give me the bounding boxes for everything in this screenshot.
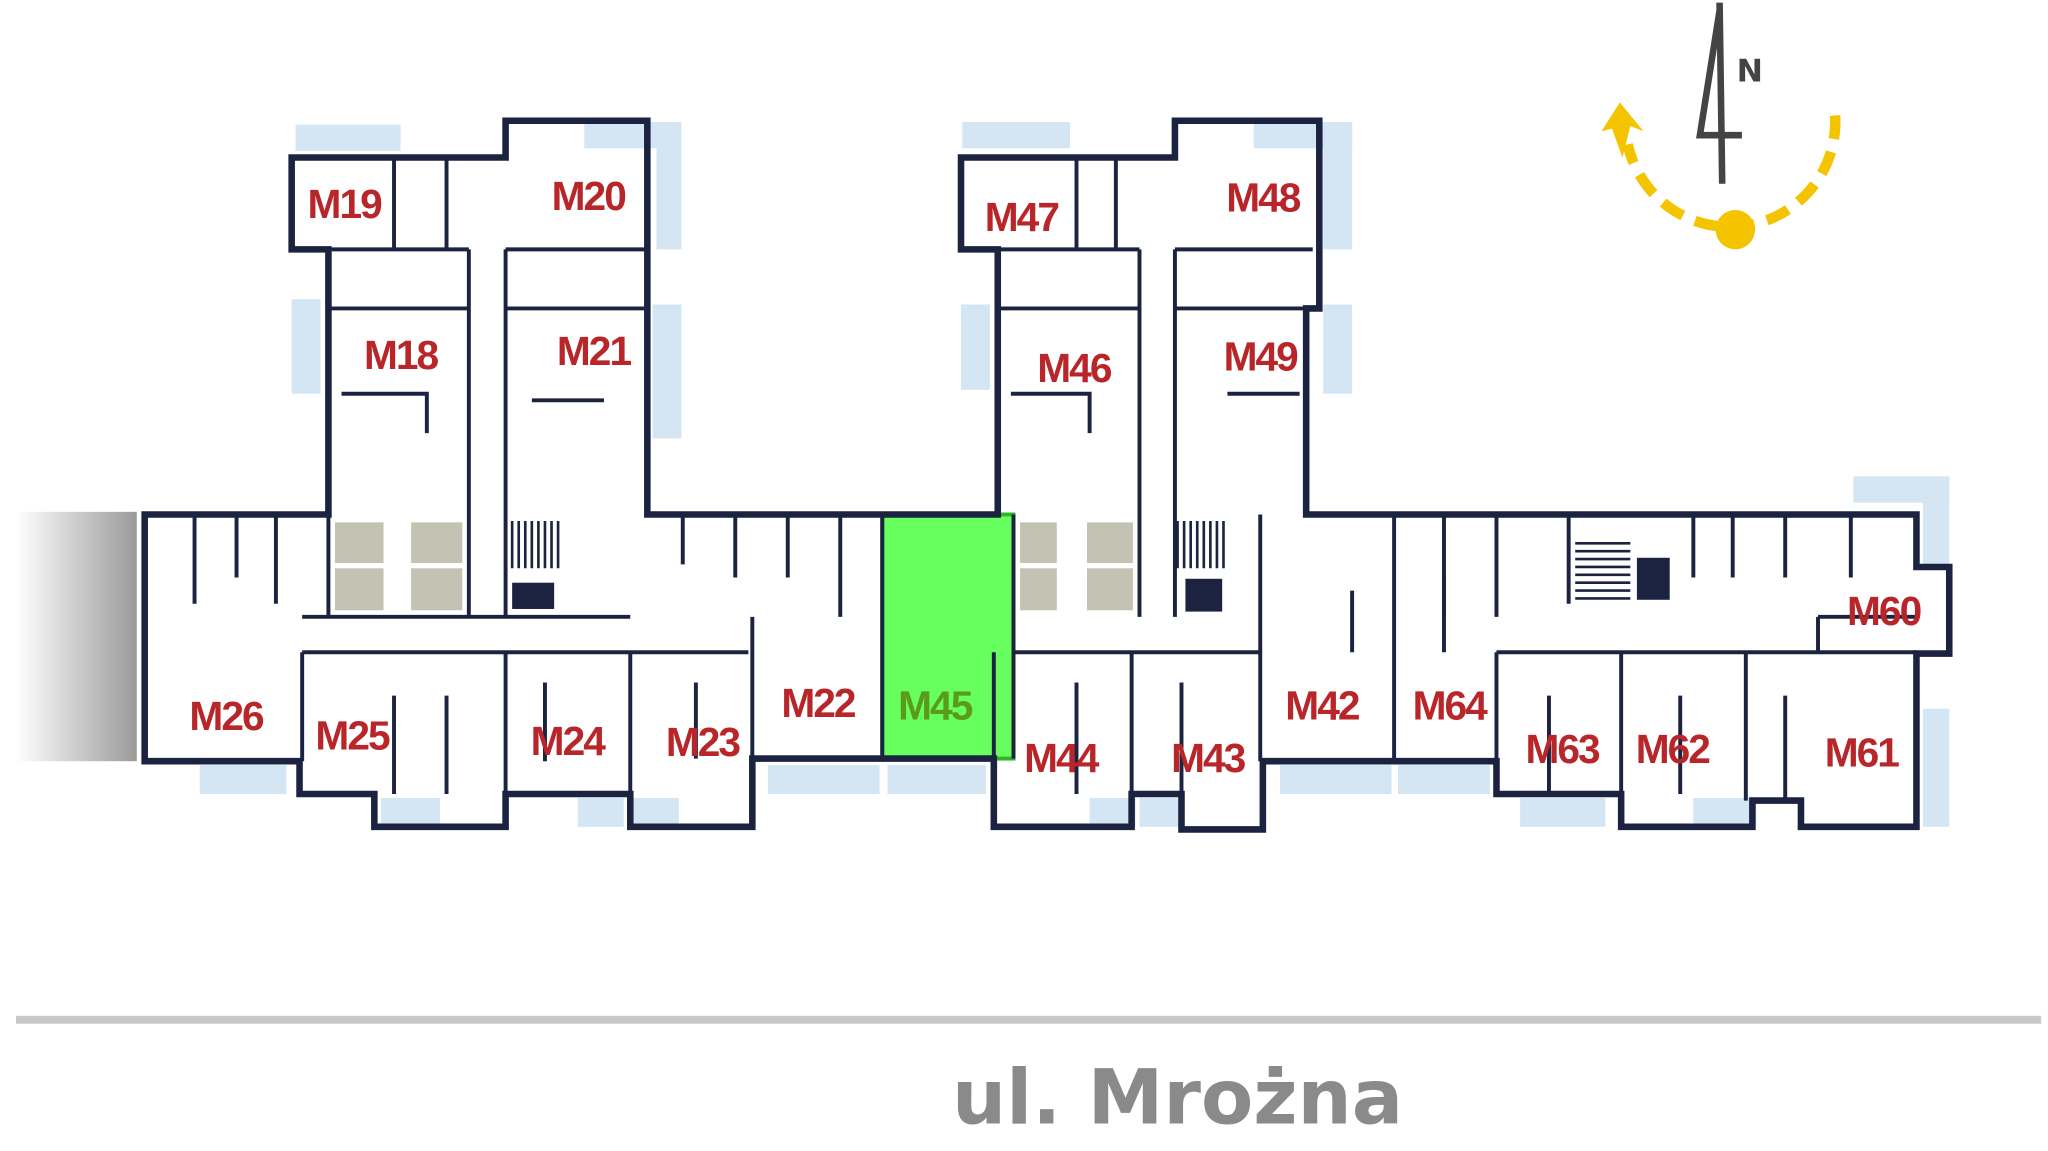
street-line xyxy=(16,1015,2042,1024)
unit-M25[interactable]: M25 xyxy=(315,713,392,759)
selected-unit-highlight[interactable] xyxy=(880,512,1016,761)
unit-M62[interactable]: M62 xyxy=(1636,726,1712,772)
north-label: N xyxy=(1737,53,1763,89)
unit-M61[interactable]: M61 xyxy=(1825,730,1902,776)
balconies xyxy=(199,122,1950,827)
compass: N xyxy=(1601,2,1841,250)
unit-M60[interactable]: M60 xyxy=(1847,588,1923,634)
unit-M43[interactable]: M43 xyxy=(1171,735,1248,781)
adjacent-building xyxy=(16,511,137,762)
unit-M63[interactable]: M63 xyxy=(1525,726,1602,772)
unit-M22[interactable]: M22 xyxy=(781,680,857,726)
unit-M19[interactable]: M19 xyxy=(308,181,385,227)
unit-M47[interactable]: M47 xyxy=(985,194,1061,240)
unit-M49[interactable]: M49 xyxy=(1224,333,1301,379)
unit-M23[interactable]: M23 xyxy=(666,719,743,765)
unit-M45[interactable]: M45 xyxy=(898,682,975,728)
unit-M24[interactable]: M24 xyxy=(531,718,609,764)
north-arrow-icon xyxy=(1696,2,1742,184)
unit-M64[interactable]: M64 xyxy=(1413,682,1491,728)
unit-M42[interactable]: M42 xyxy=(1285,682,1361,728)
street-name: ul. Mrożna xyxy=(952,1052,1403,1141)
unit-M21[interactable]: M21 xyxy=(557,328,634,374)
unit-M18[interactable]: M18 xyxy=(364,332,441,378)
unit-M46[interactable]: M46 xyxy=(1037,345,1114,391)
unit-M48[interactable]: M48 xyxy=(1226,175,1303,221)
unit-M26[interactable]: M26 xyxy=(189,693,266,739)
interior-walls xyxy=(192,157,1917,801)
unit-labels: M19 M20 M18 M21 M26 M25 M24 M23 M22 M45 … xyxy=(189,173,1923,781)
unit-M20[interactable]: M20 xyxy=(552,173,628,219)
elevator-shafts xyxy=(334,522,1133,611)
staircases xyxy=(510,521,1670,612)
sun-path-icon xyxy=(1601,102,1841,250)
unit-M44[interactable]: M44 xyxy=(1024,735,1102,781)
